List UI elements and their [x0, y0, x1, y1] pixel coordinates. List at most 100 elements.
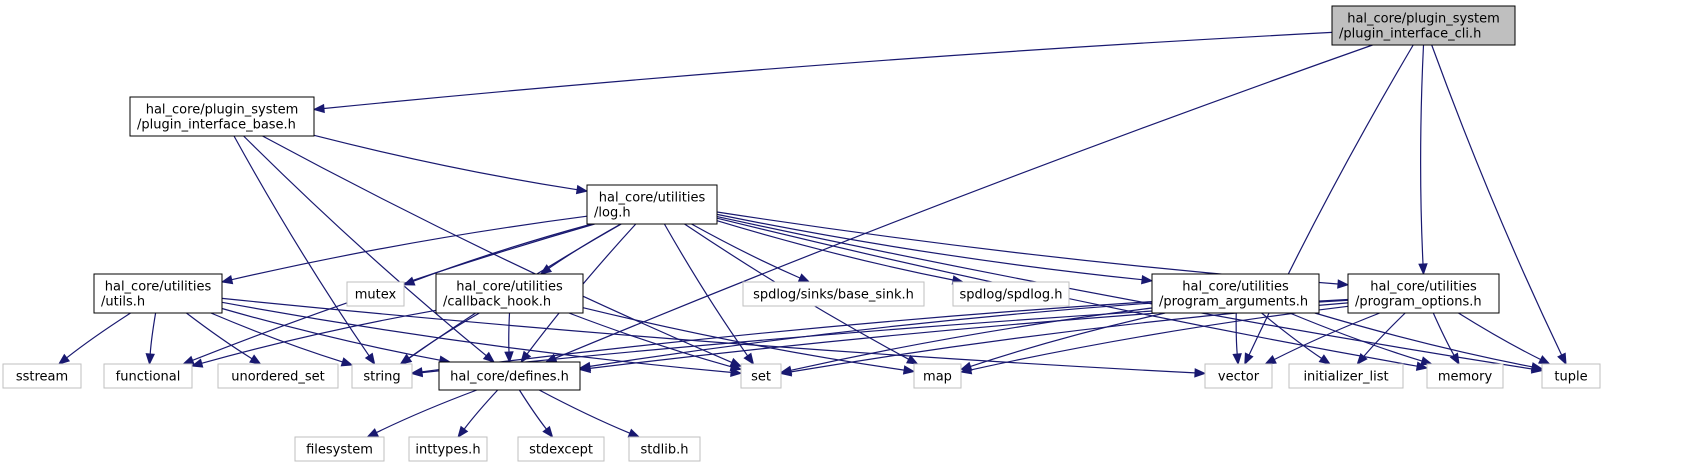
node-sstream: sstream	[2, 363, 82, 389]
node-box	[952, 281, 1070, 307]
edge-line	[408, 312, 480, 359]
node-label: /utils.h	[101, 295, 145, 310]
node-map: map	[913, 363, 962, 389]
edge-cbhook-to-defines	[504, 312, 514, 364]
edge-progopts-to-vector	[1264, 312, 1381, 365]
node-utils[interactable]: hal_core/utilities/utils.h	[93, 273, 223, 314]
edge-arrowhead	[1557, 352, 1567, 366]
edge-cli-to-tuple	[1431, 44, 1567, 366]
edge-arrowhead	[1264, 355, 1277, 365]
edge-arrowhead	[145, 353, 155, 366]
node-cli[interactable]: hal_core/plugin_system/plugin_interface_…	[1331, 5, 1516, 46]
node-label: stdexcept	[529, 443, 593, 458]
node-spdlog: spdlog/spdlog.h	[952, 281, 1070, 307]
node-label: /program_arguments.h	[1159, 295, 1308, 310]
node-label: functional	[116, 370, 181, 385]
edge-log-to-set	[663, 223, 755, 366]
edge-log-to-basesink	[691, 223, 811, 283]
edge-arrowhead	[457, 425, 469, 439]
node-box	[2, 363, 82, 389]
edge-progopts-to-tuple	[1458, 312, 1551, 365]
node-label: hal_core/utilities	[599, 191, 706, 206]
node-box	[742, 281, 925, 307]
edge-progargs-to-memory	[1289, 312, 1433, 366]
edge-progargs-to-initializer_list	[1261, 312, 1332, 365]
node-box	[129, 96, 315, 137]
node-box	[351, 363, 413, 389]
node-label: hal_core/defines.h	[450, 370, 569, 385]
edge-arrowhead	[1318, 354, 1332, 365]
edge-line	[233, 135, 370, 357]
edge-line	[243, 135, 487, 357]
node-box	[103, 363, 193, 389]
node-base[interactable]: hal_core/plugin_system/plugin_interface_…	[129, 96, 315, 137]
edge-line	[221, 301, 732, 373]
edge-line	[1363, 312, 1406, 357]
node-box	[217, 363, 339, 389]
node-label: hal_core/plugin_system	[146, 103, 299, 118]
node-box	[346, 281, 405, 307]
node-box	[517, 436, 605, 462]
edge-cbhook-to-string	[399, 312, 480, 365]
edge-arrowhead	[190, 358, 204, 368]
edge-arrowhead	[959, 365, 973, 375]
edge-arrowhead	[364, 352, 376, 366]
edge-arrowhead	[482, 351, 496, 363]
nodes-layer: hal_core/plugin_system/plugin_interface_…	[2, 5, 1601, 462]
edge-arrowhead	[57, 353, 71, 365]
node-label: initializer_list	[1303, 370, 1388, 385]
edge-arrowhead	[797, 273, 811, 283]
node-cbhook[interactable]: hal_core/utilities/callback_hook.h	[435, 273, 584, 314]
node-set: set	[740, 363, 782, 389]
node-progopts[interactable]: hal_core/utilities/program_options.h	[1347, 273, 1500, 314]
node-basesink: spdlog/sinks/base_sink.h	[742, 281, 925, 307]
node-box	[1541, 363, 1601, 389]
node-box	[1288, 363, 1404, 389]
node-label: unordered_set	[231, 370, 324, 385]
node-box	[1151, 273, 1320, 314]
edge-line	[1248, 44, 1414, 356]
edge-arrowhead	[399, 354, 412, 365]
edge-line	[376, 389, 478, 434]
node-progargs[interactable]: hal_core/utilities/program_arguments.h	[1151, 273, 1320, 314]
node-box	[1347, 273, 1500, 314]
edge-arrowhead	[220, 274, 234, 285]
edge-line	[1431, 44, 1563, 356]
edge-line	[210, 312, 343, 363]
edge-arrowhead	[1141, 275, 1154, 285]
edge-arrowhead	[902, 365, 916, 375]
node-label: map	[923, 370, 952, 385]
edge-cbhook-to-map	[582, 307, 916, 375]
edge-base-to-log	[313, 134, 589, 195]
edge-arrowhead	[1449, 352, 1460, 366]
edge-arrowhead	[520, 350, 532, 364]
node-label: /program_options.h	[1355, 295, 1482, 310]
edge-arrowhead	[575, 184, 589, 195]
edge-arrowhead	[1420, 356, 1433, 366]
node-box	[435, 273, 584, 314]
node-label: string	[363, 370, 400, 385]
node-label: sstream	[16, 370, 68, 385]
node-label: /log.h	[594, 206, 631, 221]
edge-line	[582, 307, 905, 371]
edge-line	[262, 135, 733, 363]
node-label: mutex	[355, 288, 397, 303]
edge-progopts-to-initializer_list	[1356, 312, 1406, 366]
edge-arrowhead	[779, 367, 793, 377]
edge-arrowhead	[182, 355, 195, 365]
edge-line	[554, 44, 1373, 359]
edge-line	[538, 389, 631, 434]
node-label: spdlog/spdlog.h	[960, 288, 1063, 303]
edge-utils-to-vector	[221, 297, 1207, 378]
edge-arrowhead	[1232, 353, 1242, 366]
node-label: hal_core/utilities	[456, 280, 563, 295]
node-log[interactable]: hal_core/utilities/log.h	[586, 184, 718, 225]
node-defines[interactable]: hal_core/defines.h	[438, 361, 581, 391]
edge-cbhook-to-set	[568, 312, 743, 372]
edge-arrowhead	[1530, 362, 1544, 372]
node-stdlib: stdlib.h	[628, 436, 701, 462]
edge-cli-to-vector	[1244, 44, 1414, 366]
edge-arrowhead	[312, 103, 325, 114]
node-label: spdlog/sinks/base_sink.h	[753, 288, 914, 303]
